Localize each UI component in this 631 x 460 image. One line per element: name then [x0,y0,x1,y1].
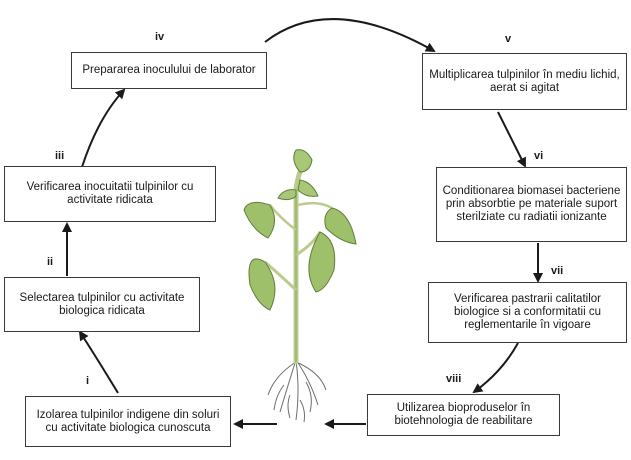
step-v-box: Multiplicarea tulpinilor în mediu lichid… [422,53,627,110]
step-ii-box: Selectarea tulpinilor cu activitate biol… [4,277,200,332]
step-vi-box: Conditionarea biomasei bacteriene prin a… [436,167,627,242]
arrow-i-to-ii [78,330,119,394]
step-iv-box: Prepararea inoculului de laborator [71,52,267,89]
step-viii-box: Utilizarea bioproduselor în biotehnologi… [367,394,560,436]
step-vi-numeral: vi [534,150,544,162]
step-vii-box: Verificarea pastrarii calitatilor biolog… [428,282,627,343]
arrow-vii-to-viii [472,342,519,394]
step-iii-numeral: iii [55,150,65,162]
step-i-numeral: i [86,375,90,387]
step-ii-numeral: ii [47,256,54,268]
arrow-v-to-vi [497,111,526,168]
step-iv-numeral: iv [155,31,165,43]
plant-icon [243,149,357,423]
step-viii-numeral: viii [446,373,462,385]
arrow-iii-to-iv [81,88,126,168]
step-iii-box: Verificarea inocuitatii tulpinilor cu ac… [4,166,216,222]
arrow-iv-to-v [264,18,436,52]
step-v-numeral: v [505,33,512,45]
step-i-box: Izolarea tulpinilor indigene din soluri … [25,396,231,447]
step-vii-numeral: vii [551,265,564,277]
